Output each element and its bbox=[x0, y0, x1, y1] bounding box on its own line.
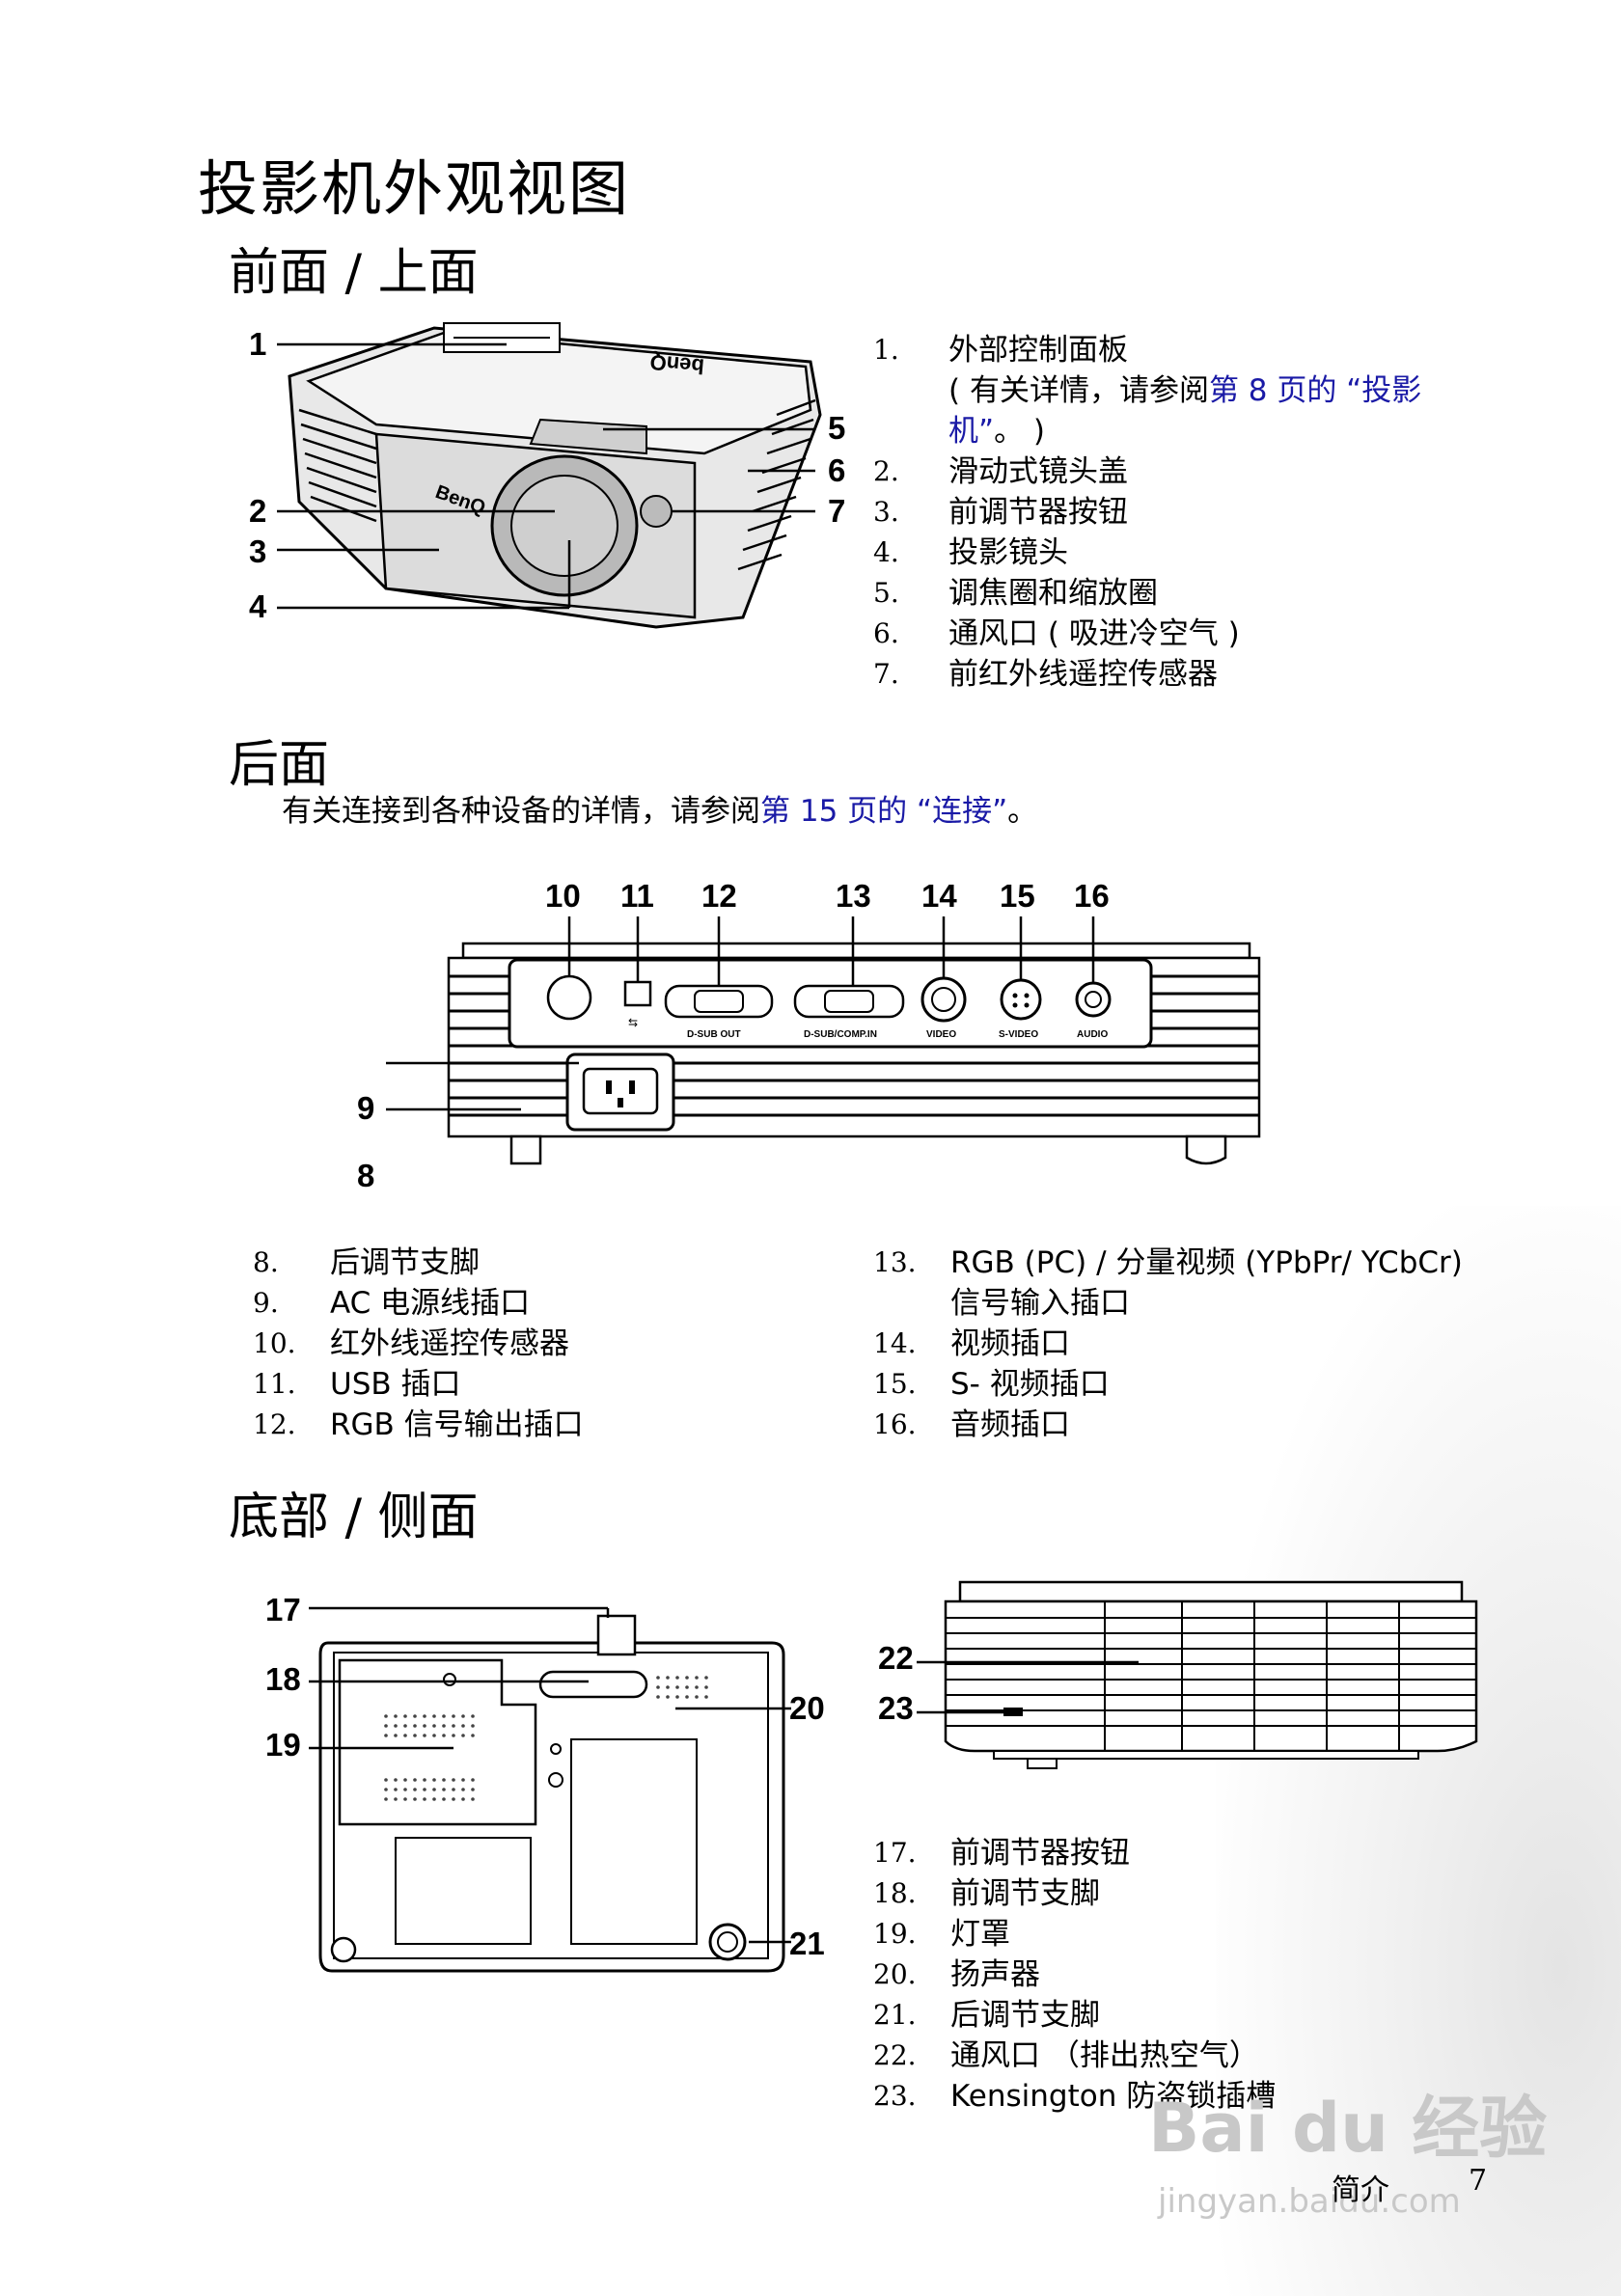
callout-16: 16 bbox=[1074, 878, 1110, 914]
callout-13: 13 bbox=[836, 878, 871, 914]
port-label-dsub-comp-in: D-SUB/COMP.IN bbox=[804, 1029, 877, 1040]
callout-15: 15 bbox=[1000, 878, 1035, 914]
callout-3: 3 bbox=[249, 533, 267, 569]
callout-19: 19 bbox=[265, 1727, 301, 1763]
page-title: 投影机外观视图 bbox=[198, 153, 631, 224]
callout-8: 8 bbox=[357, 1158, 375, 1193]
callout-7: 7 bbox=[828, 493, 846, 529]
section-heading-front: 前面 / 上面 bbox=[229, 244, 479, 302]
list-item: 19.灯罩 bbox=[873, 1917, 1010, 1952]
callout-4: 4 bbox=[249, 588, 267, 624]
port-label-video: VIDEO bbox=[926, 1029, 956, 1040]
front-parts-list: 1. 外部控制面板 ( 有关详情，请参阅第 8 页的 “投影 机”。 ) 2. … bbox=[873, 330, 1491, 695]
list-item: 20.扬声器 bbox=[873, 1957, 1040, 1992]
callout-10: 10 bbox=[545, 878, 581, 914]
bottom-figure bbox=[309, 1597, 791, 1982]
list-item: 16.音频插口 bbox=[873, 1408, 1070, 1442]
side-figure bbox=[917, 1577, 1486, 1785]
list-item: 8.后调节支脚 bbox=[253, 1245, 480, 1280]
front-callout-lines bbox=[277, 342, 815, 610]
projector-rear-illustration: ⇆ D-SUB OUT D-SUB/COMP.IN VIDEO S-VIDEO … bbox=[386, 916, 1261, 1165]
rear-figure: ⇆ D-SUB OUT D-SUB/COMP.IN VIDEO S-VIDEO … bbox=[386, 916, 1332, 1206]
list-item: 10.红外线遥控传感器 bbox=[253, 1326, 569, 1361]
front-top-figure: BenQ benQ bbox=[241, 309, 859, 642]
list-item: 13.RGB (PC) / 分量视频 (YPbPr/ YCbCr) bbox=[873, 1245, 1463, 1280]
section-heading-bottom: 底部 / 侧面 bbox=[229, 1489, 479, 1546]
list-item: ( 有关详情，请参阅第 8 页的 “投影 bbox=[948, 373, 1422, 408]
projector-bottom-illustration bbox=[309, 1606, 791, 1973]
list-item: 机”。 ) bbox=[948, 414, 1046, 449]
page-number: 7 bbox=[1469, 2164, 1488, 2198]
port-label-s-video: S-VIDEO bbox=[999, 1029, 1038, 1040]
callout-23: 23 bbox=[878, 1690, 914, 1726]
callout-11: 11 bbox=[620, 878, 654, 914]
callout-2: 2 bbox=[249, 493, 267, 529]
port-label-audio: AUDIO bbox=[1077, 1029, 1108, 1040]
projector-front-illustration: BenQ benQ bbox=[288, 322, 822, 629]
section-heading-rear: 后面 bbox=[229, 736, 330, 794]
list-item: 信号输入插口 bbox=[950, 1286, 1130, 1321]
callout-1: 1 bbox=[249, 326, 267, 362]
list-item: 15.S- 视频插口 bbox=[873, 1367, 1110, 1402]
callout-12: 12 bbox=[701, 878, 737, 914]
list-item: 23.Kensington 防盗锁插槽 bbox=[873, 2079, 1277, 2114]
callout-20: 20 bbox=[789, 1690, 825, 1726]
list-item: 14.视频插口 bbox=[873, 1326, 1070, 1361]
brand-logo-top: benQ bbox=[649, 350, 705, 379]
watermark-logo: Bai du 经验 bbox=[1148, 2089, 1548, 2168]
list-item: 1. 外部控制面板 bbox=[873, 333, 1128, 368]
list-item: 2. 滑动式镜头盖 bbox=[873, 454, 1128, 489]
footer-section: 简介 bbox=[1332, 2173, 1389, 2207]
callout-5: 5 bbox=[828, 410, 846, 446]
callout-14: 14 bbox=[921, 878, 957, 914]
link-page-8-cont[interactable]: 机” bbox=[948, 414, 995, 449]
list-item: 22.通风口 （排出热空气） bbox=[873, 2038, 1259, 2073]
rear-intro: 有关连接到各种设备的详情，请参阅第 15 页的 “连接”。 bbox=[282, 794, 1038, 829]
callout-22: 22 bbox=[878, 1640, 914, 1676]
list-item: 5. 调焦圈和缩放圈 bbox=[873, 576, 1158, 611]
callout-9: 9 bbox=[357, 1090, 375, 1126]
list-item: 3. 前调节器按钮 bbox=[873, 495, 1128, 530]
callout-17: 17 bbox=[265, 1592, 301, 1627]
rear-parts-list-right: 13.RGB (PC) / 分量视频 (YPbPr/ YCbCr) 信号输入插口… bbox=[873, 1243, 1491, 1445]
list-item: 11.USB 插口 bbox=[253, 1367, 461, 1402]
watermark-url: jingyan.baidu.com bbox=[1158, 2182, 1461, 2221]
list-item: 12.RGB 信号输出插口 bbox=[253, 1408, 584, 1442]
list-item: 7. 前红外线遥控传感器 bbox=[873, 657, 1218, 692]
link-page-8[interactable]: 第 8 页的 “投影 bbox=[1208, 373, 1422, 408]
list-item: 9.AC 电源线插口 bbox=[253, 1286, 531, 1321]
list-item: 21.后调节支脚 bbox=[873, 1998, 1100, 2033]
projector-side-illustration bbox=[917, 1580, 1478, 1769]
list-item: 18.前调节支脚 bbox=[873, 1876, 1100, 1911]
list-item: 6. 通风口 ( 吸进冷空气 ) bbox=[873, 616, 1240, 651]
callout-21: 21 bbox=[789, 1926, 825, 1961]
link-page-15[interactable]: 第 15 页的 “连接” bbox=[760, 794, 1008, 829]
list-item: 17.前调节器按钮 bbox=[873, 1836, 1130, 1871]
usb-icon: ⇆ bbox=[628, 1016, 638, 1029]
list-item: 4. 投影镜头 bbox=[873, 535, 1068, 570]
bottom-parts-list: 17.前调节器按钮 18.前调节支脚 19.灯罩 20.扬声器 21.后调节支脚… bbox=[873, 1833, 1491, 2117]
callout-18: 18 bbox=[265, 1661, 301, 1697]
port-label-dsub-out: D-SUB OUT bbox=[687, 1029, 741, 1040]
callout-6: 6 bbox=[828, 452, 846, 488]
rear-parts-list-left: 8.后调节支脚 9.AC 电源线插口 10.红外线遥控传感器 11.USB 插口… bbox=[253, 1243, 832, 1445]
